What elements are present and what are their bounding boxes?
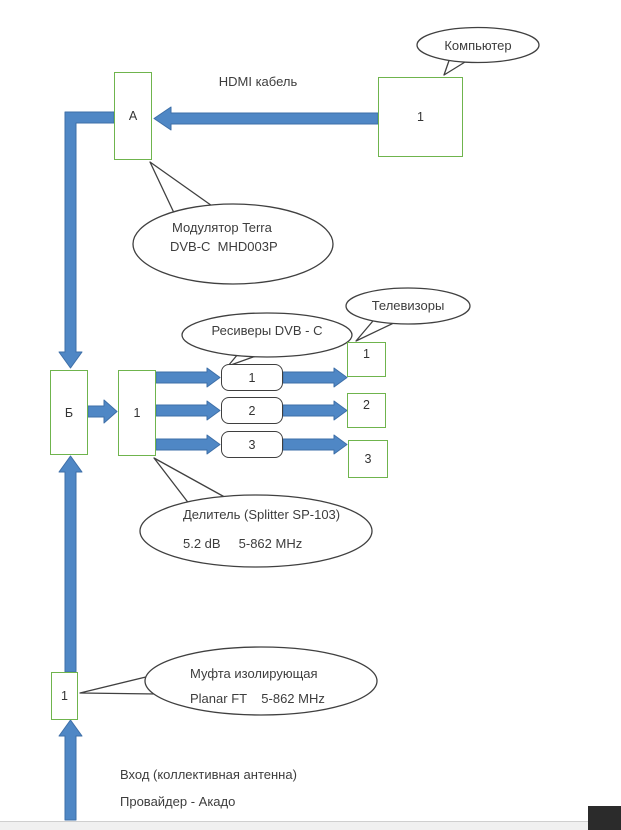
distributor-to-splitter-arrow — [87, 399, 118, 424]
splitter-box[interactable]: 1 — [118, 370, 156, 456]
splitter-to-receiver1-arrow — [155, 367, 221, 388]
coupling-box[interactable]: 1 — [51, 672, 78, 720]
splitter-callout-ellipse — [139, 494, 373, 568]
receiver3-box-label: 3 — [248, 437, 256, 452]
coupling-callout-ellipse — [144, 646, 378, 716]
computer-box[interactable]: 1 — [378, 77, 463, 157]
provider-label: Провайдер - Акадо — [120, 794, 236, 809]
computer-callout-bubble[interactable] — [416, 26, 540, 76]
tvs-callout-bubble[interactable] — [345, 287, 471, 342]
modulator-box[interactable]: А — [114, 72, 152, 160]
splitter-callout-line1: Делитель (Splitter SP-103) — [183, 507, 341, 522]
hdmi-cable-label: HDMI кабель — [218, 74, 298, 89]
computer-box-label: 1 — [417, 110, 424, 124]
tvs-callout-ellipse — [345, 287, 471, 325]
modulator-callout-bubble[interactable] — [132, 161, 334, 285]
splitter-callout-line2: 5.2 dB 5-862 MHz — [183, 536, 303, 551]
receivers-callout-ellipse — [181, 312, 353, 358]
tv1-box[interactable]: 1 — [347, 342, 386, 377]
tv3-box-label: 3 — [364, 452, 372, 466]
coupling-to-distributor-arrow — [58, 455, 83, 673]
coupling-callout-bubble[interactable] — [79, 646, 378, 716]
receiver2-box[interactable]: 2 — [221, 397, 283, 424]
bottom-scroll-strip — [0, 821, 621, 830]
receiver2-box-label: 2 — [248, 403, 256, 418]
modulator-callout-line1: Модулятор Terra — [172, 220, 272, 235]
splitter-callout-bubble[interactable] — [139, 457, 373, 568]
modulator-box-label: А — [128, 109, 138, 123]
bottom-right-dark-block — [588, 806, 621, 830]
splitter-to-receiver2-arrow — [155, 400, 221, 421]
receiver3-to-tv3-arrow — [282, 434, 348, 455]
antenna-input-label: Вход (коллективная антенна) — [120, 767, 297, 782]
tv3-box[interactable]: 3 — [348, 440, 388, 478]
tv2-box-label: 2 — [363, 398, 370, 412]
distributor-box[interactable]: Б — [50, 370, 88, 455]
modulator-callout-ellipse — [132, 203, 334, 285]
receiver1-box[interactable]: 1 — [221, 364, 283, 391]
coupling-callout-line1: Муфта изолирующая — [190, 666, 318, 681]
tvs-callout-label: Телевизоры — [371, 298, 445, 313]
receiver1-to-tv1-arrow — [282, 367, 348, 388]
tv2-box[interactable]: 2 — [347, 393, 386, 428]
receiver1-box-label: 1 — [248, 370, 256, 385]
computer-callout-label: Компьютер — [444, 38, 512, 53]
distributor-box-label: Б — [64, 405, 74, 420]
modulator-to-distributor-arrow — [58, 111, 115, 369]
modulator-callout-line2: DVB-C MHD003P — [170, 239, 278, 254]
receiver3-box[interactable]: 3 — [221, 431, 283, 458]
receivers-callout-bubble[interactable] — [181, 312, 353, 367]
coupling-box-label: 1 — [61, 689, 68, 703]
receiver2-to-tv2-arrow — [282, 400, 348, 421]
splitter-to-receiver3-arrow — [155, 434, 221, 455]
hdmi-arrow — [153, 106, 379, 131]
computer-callout-ellipse — [416, 26, 540, 64]
splitter-box-label: 1 — [133, 406, 141, 420]
receivers-callout-label: Ресиверы DVB - C — [211, 323, 323, 338]
coupling-callout-line2: Planar FT 5-862 MHz — [190, 691, 325, 706]
tv1-box-label: 1 — [363, 347, 370, 361]
antenna-to-coupling-arrow — [58, 719, 83, 821]
